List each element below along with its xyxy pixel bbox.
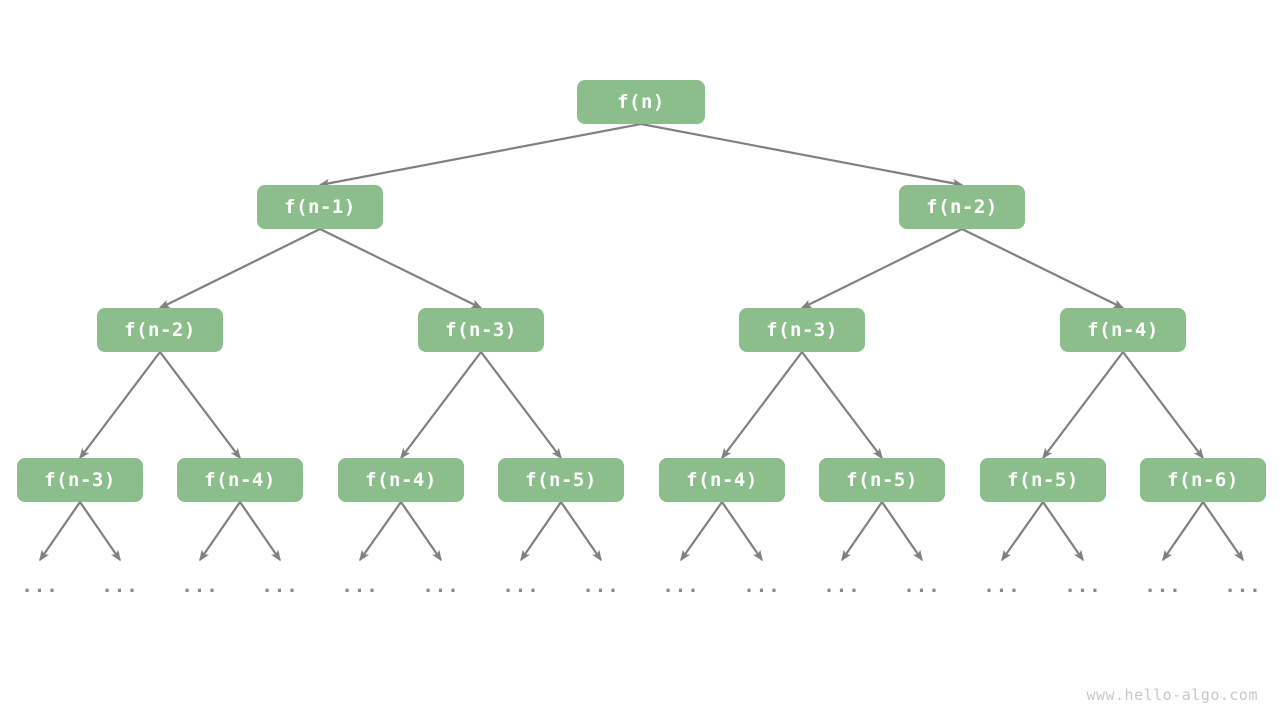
ellipsis-14: ...	[1144, 575, 1182, 597]
leaf-edge-5	[400, 501, 442, 562]
node-label: f(n-2)	[124, 319, 196, 341]
leaf-edge-13	[1042, 501, 1084, 562]
leaf-edge-14	[1162, 501, 1204, 562]
tree-node-fn-4: f(n-4)	[659, 458, 785, 502]
tree-node-fn-4: f(n-4)	[1060, 308, 1186, 352]
leaf-edge-6	[520, 501, 562, 562]
ellipsis-15: ...	[1224, 575, 1262, 597]
leaf-edge-0	[39, 501, 81, 562]
edge-L2N3-L3N6	[1042, 351, 1124, 460]
node-label: f(n)	[617, 91, 665, 113]
tree-node-fn-5: f(n-5)	[819, 458, 945, 502]
edge-L2N2-L3N4	[721, 351, 803, 460]
tree-node-fn-1: f(n-1)	[257, 185, 383, 229]
node-label: f(n-4)	[204, 469, 276, 491]
tree-node-fn-4: f(n-4)	[338, 458, 464, 502]
node-label: f(n-5)	[1007, 469, 1079, 491]
edge-L2N3-L3N7	[1122, 351, 1204, 460]
ellipsis-4: ...	[341, 575, 379, 597]
ellipsis-5: ...	[422, 575, 460, 597]
node-label: f(n-3)	[766, 319, 838, 341]
watermark: www.hello-algo.com	[1086, 686, 1258, 704]
leaf-edge-7	[560, 501, 602, 562]
node-label: f(n-4)	[365, 469, 437, 491]
ellipsis-0: ...	[21, 575, 59, 597]
tree-node-fn-2: f(n-2)	[97, 308, 223, 352]
leaf-edge-15	[1202, 501, 1244, 562]
ellipsis-9: ...	[743, 575, 781, 597]
node-label: f(n-3)	[44, 469, 116, 491]
node-label: f(n-5)	[525, 469, 597, 491]
edge-L0N0-L1N0	[318, 122, 642, 188]
node-label: f(n-3)	[445, 319, 517, 341]
edge-L1N0-L2N0	[158, 228, 321, 309]
ellipsis-10: ...	[823, 575, 861, 597]
leaf-edge-8	[680, 501, 723, 562]
tree-node-fn-3: f(n-3)	[418, 308, 544, 352]
edge-L2N1-L3N3	[480, 351, 562, 460]
ellipsis-3: ...	[261, 575, 299, 597]
tree-node-fn-3: f(n-3)	[739, 308, 865, 352]
edge-L2N0-L3N0	[79, 351, 161, 460]
tree-node-fn-5: f(n-5)	[498, 458, 624, 502]
edge-L2N0-L3N1	[159, 351, 241, 460]
edge-L1N1-L2N3	[961, 228, 1125, 309]
tree-node-fn: f(n)	[577, 80, 705, 124]
leaf-edge-1	[79, 501, 121, 562]
leaf-edges	[39, 501, 1244, 562]
edge-L1N0-L2N1	[319, 228, 483, 309]
tree-node-fn-3: f(n-3)	[17, 458, 143, 502]
ellipsis-12: ...	[983, 575, 1021, 597]
ellipsis-11: ...	[903, 575, 941, 597]
leaf-edge-12	[1001, 501, 1044, 562]
ellipsis-6: ...	[502, 575, 540, 597]
tree-edges	[79, 122, 1204, 460]
tree-node-fn-4: f(n-4)	[177, 458, 303, 502]
leaf-edge-11	[881, 501, 923, 562]
node-label: f(n-1)	[284, 196, 356, 218]
ellipsis-2: ...	[181, 575, 219, 597]
edge-L2N1-L3N2	[400, 351, 482, 460]
node-label: f(n-5)	[846, 469, 918, 491]
node-label: f(n-4)	[686, 469, 758, 491]
edge-L2N2-L3N5	[801, 351, 883, 460]
leaf-edge-10	[841, 501, 883, 562]
leaf-edge-2	[199, 501, 241, 562]
tree-node-fn-2: f(n-2)	[899, 185, 1025, 229]
tree-node-fn-6: f(n-6)	[1140, 458, 1266, 502]
edge-L1N1-L2N2	[800, 228, 963, 309]
ellipsis-7: ...	[582, 575, 620, 597]
ellipsis-1: ...	[101, 575, 139, 597]
node-label: f(n-6)	[1167, 469, 1239, 491]
edge-L0N0-L1N1	[640, 122, 964, 188]
ellipsis-13: ...	[1064, 575, 1102, 597]
ellipsis-8: ...	[662, 575, 700, 597]
leaf-edge-3	[239, 501, 281, 562]
tree-node-fn-5: f(n-5)	[980, 458, 1106, 502]
node-label: f(n-2)	[926, 196, 998, 218]
node-label: f(n-4)	[1087, 319, 1159, 341]
leaf-edge-4	[359, 501, 402, 562]
leaf-edge-9	[721, 501, 763, 562]
